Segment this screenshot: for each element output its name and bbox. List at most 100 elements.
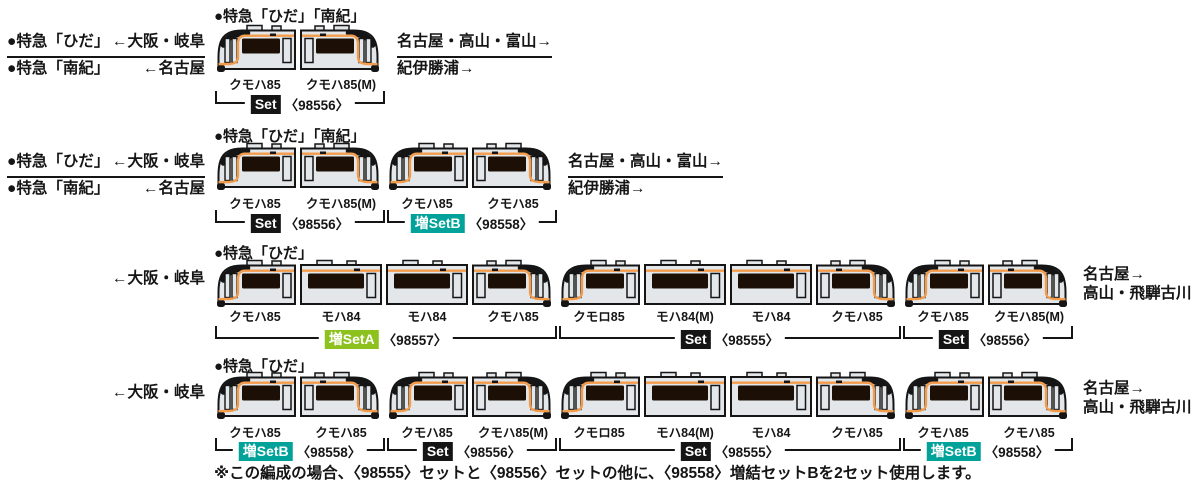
train-car <box>558 368 640 420</box>
set-label: 増SetB〈98558〉 <box>232 441 368 461</box>
car-body-icon <box>472 259 551 307</box>
note: ※この編成の場合、〈98555〉セットと〈98556〉セットの他に、〈98558… <box>214 465 981 482</box>
train-car <box>644 368 726 420</box>
car-body-icon <box>389 142 468 190</box>
car-body-icon <box>644 371 726 417</box>
direction-line: 名古屋・高山・富山→ <box>397 31 553 58</box>
set-badge: Set <box>250 213 281 233</box>
car-label: クモハ85 <box>487 197 539 211</box>
formation-header: ●特急「ひだ」 <box>214 245 314 262</box>
train-car <box>472 368 554 420</box>
set-badge: Set <box>680 329 711 349</box>
car-label: クモハ85(M) <box>305 78 377 92</box>
service-name: ●特急「ひだ」 <box>7 33 110 50</box>
set-bracket: Set〈98555〉 <box>559 438 901 461</box>
train-car <box>472 139 554 191</box>
set-label: Set〈98556〉 <box>244 213 356 233</box>
train-car <box>300 368 382 420</box>
direction-line: 高山・飛騨古川 <box>1083 285 1192 302</box>
train-car <box>730 368 812 420</box>
train-car <box>386 139 468 191</box>
formation-header: ●特急「ひだ」「南紀」 <box>214 8 366 25</box>
car-label: モハ84 <box>321 310 361 324</box>
set-label: 増SetB〈98558〉 <box>920 441 1056 461</box>
car-label: クモハ85 <box>487 310 539 324</box>
set-bracket: Set〈98556〉 <box>215 210 385 233</box>
direction-line: ●特急「南紀」←名古屋 <box>7 58 205 83</box>
car-label: クモハ85(M) <box>477 426 549 440</box>
car-body-icon <box>300 259 382 305</box>
direction-label-right: 名古屋・高山・富山→ 紀伊勝浦→ <box>397 31 553 83</box>
set-badge: Set <box>680 441 711 461</box>
set-bracket: Set〈98555〉 <box>559 326 901 349</box>
car-label: クモハ85(M) <box>305 197 377 211</box>
direction-label-right: 名古屋→高山・飛騨古川 <box>1083 265 1192 303</box>
car-body-icon <box>561 371 640 419</box>
service-direction-left: ●特急「ひだ」←大阪・岐阜●特急「南紀」←名古屋 <box>7 31 205 83</box>
train-car <box>386 368 468 420</box>
direction-line: 紀伊勝浦→ <box>397 60 475 77</box>
car-body-icon <box>300 142 379 190</box>
set-label: Set〈98556〉 <box>416 441 528 461</box>
set-badge: Set <box>250 94 281 114</box>
formation-header: ●特急「ひだ」「南紀」 <box>214 128 366 145</box>
set-label: Set〈98556〉 <box>244 94 356 114</box>
car-body-icon <box>988 371 1067 419</box>
car-body-icon <box>905 371 984 419</box>
car-body-icon <box>389 371 468 419</box>
car-label: クモハ85 <box>831 426 883 440</box>
train-car <box>902 256 984 308</box>
set-label: Set〈98556〉 <box>932 329 1044 349</box>
train-car <box>988 256 1070 308</box>
car-body-icon <box>217 24 296 72</box>
direction-line: 名古屋→ <box>1083 380 1146 397</box>
set-number: 〈98556〉 <box>284 217 350 232</box>
direction-line: ●特急「南紀」←名古屋 <box>7 178 205 203</box>
set-bracket: Set〈98556〉 <box>387 438 557 461</box>
set-badge: 増SetB <box>926 441 981 461</box>
direction-label: ←名古屋 <box>142 180 205 197</box>
car-body-icon <box>217 142 296 190</box>
train-car <box>214 368 296 420</box>
car-body-icon <box>988 259 1067 307</box>
set-number: 〈98556〉 <box>284 98 350 113</box>
direction-line: ●特急「ひだ」←大阪・岐阜 <box>7 151 205 178</box>
service-direction-left: ●特急「ひだ」←大阪・岐阜●特急「南紀」←名古屋 <box>7 151 205 203</box>
set-number: 〈98556〉 <box>456 445 522 460</box>
car-label: モハ84(M) <box>656 310 714 324</box>
car-body-icon <box>816 259 895 307</box>
train-car <box>730 256 812 308</box>
set-number: 〈98558〉 <box>296 445 362 460</box>
car-label: クモハ85(M) <box>993 310 1065 324</box>
car-body-icon <box>905 259 984 307</box>
service-name: ●特急「ひだ」 <box>7 153 110 170</box>
set-number: 〈98556〉 <box>972 333 1038 348</box>
train-car <box>300 139 382 191</box>
direction-label-right: 名古屋・高山・富山→紀伊勝浦→ <box>568 151 724 203</box>
car-body-icon <box>217 259 296 307</box>
car-label: モハ84 <box>751 310 791 324</box>
car-body-icon <box>816 371 895 419</box>
set-bracket: 増SetB〈98558〉 <box>903 438 1073 461</box>
direction-line: 名古屋・高山・富山→ <box>568 151 724 178</box>
direction-line: ●特急「ひだ」←大阪・岐阜 <box>7 31 205 58</box>
set-number: 〈98555〉 <box>714 333 780 348</box>
car-label: クモハ85 <box>229 310 281 324</box>
car-label: クモハ85 <box>917 310 969 324</box>
car-label: モハ84 <box>751 426 791 440</box>
car-label: クモハ85 <box>229 78 281 92</box>
set-badge: 増SetB <box>410 213 465 233</box>
set-bracket: 増SetB〈98558〉 <box>387 210 557 233</box>
set-badge: 増SetA <box>324 329 379 349</box>
train-car <box>816 256 898 308</box>
car-label: クモハ85 <box>315 426 367 440</box>
direction-label: ←大阪・岐阜 <box>111 33 205 50</box>
train-car <box>644 256 726 308</box>
set-bracket: Set〈98556〉 <box>903 326 1073 349</box>
set-badge: Set <box>422 441 453 461</box>
car-body-icon <box>472 371 551 419</box>
train-car <box>558 256 640 308</box>
train-car <box>300 256 382 308</box>
